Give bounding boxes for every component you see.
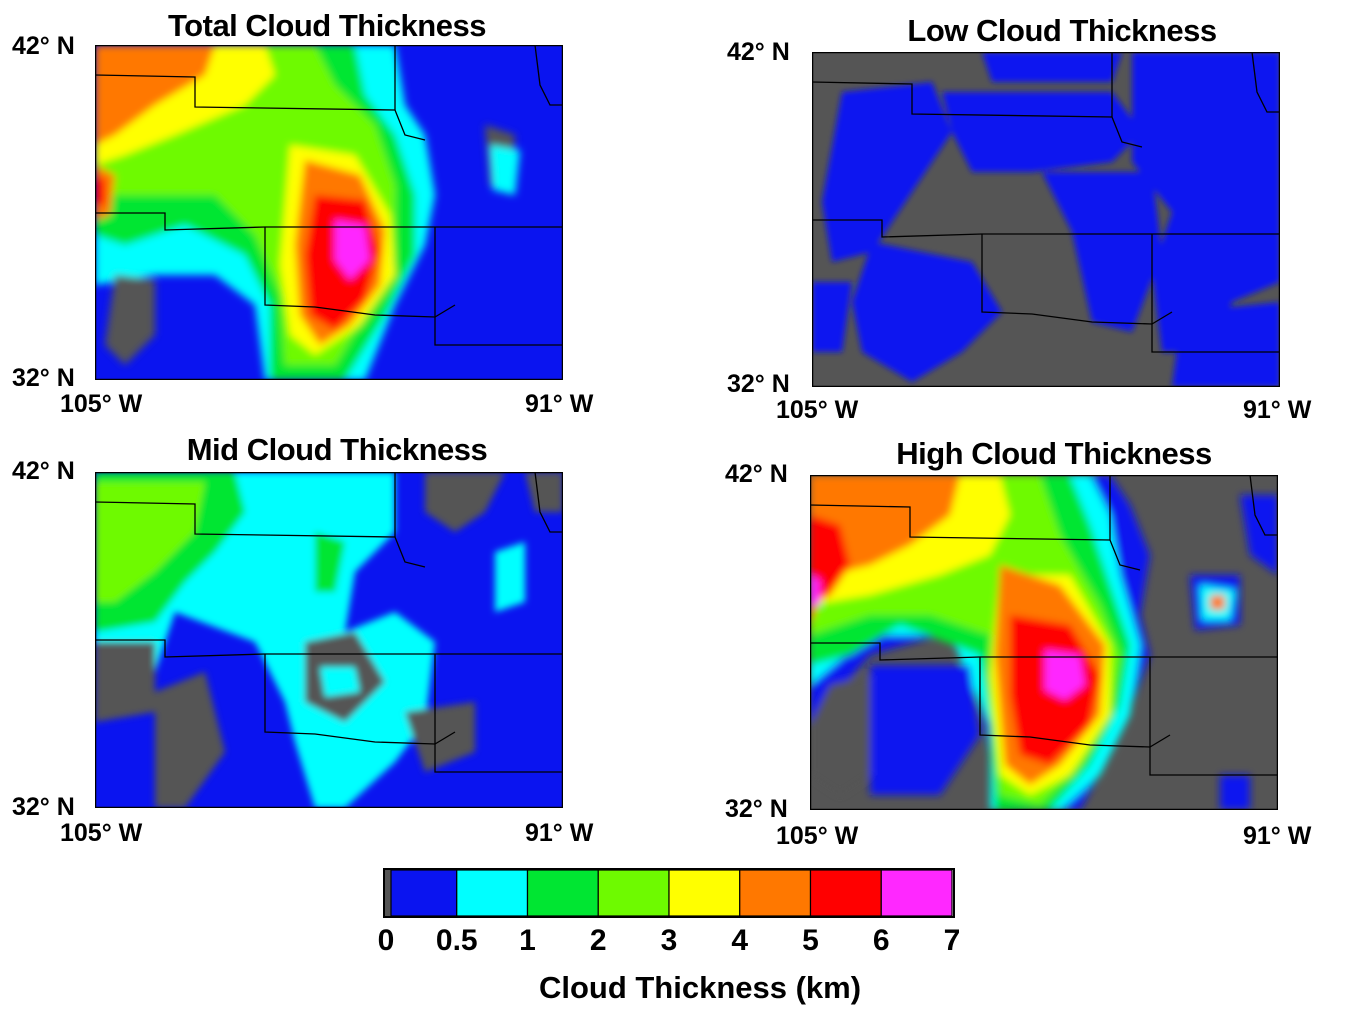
colorbar-tick-label: 0 bbox=[377, 924, 395, 957]
colorbar-tick-label: 1 bbox=[519, 924, 536, 957]
lon-right-label: 91° W bbox=[1243, 396, 1312, 424]
lat-top-label: 42° N bbox=[727, 38, 790, 66]
colorbar-swatch bbox=[739, 869, 812, 917]
lon-right-label: 91° W bbox=[525, 390, 594, 418]
colorbar-title: Cloud Thickness (km) bbox=[538, 970, 862, 1005]
colorbar-border bbox=[383, 868, 955, 918]
colorbar-tick-label: 4 bbox=[731, 924, 749, 957]
colorbar-tick-label: 0.5 bbox=[435, 924, 478, 957]
panel-title: Mid Cloud Thickness bbox=[186, 432, 488, 467]
lat-bottom-label: 32° N bbox=[727, 370, 790, 398]
colorbar-swatch bbox=[390, 869, 458, 917]
panel-title: Low Cloud Thickness bbox=[907, 13, 1217, 48]
lon-left-label: 105° W bbox=[776, 396, 859, 424]
colorbar-swatch bbox=[809, 869, 882, 917]
panel-title: High Cloud Thickness bbox=[896, 436, 1212, 471]
colorbar-swatch bbox=[880, 869, 953, 917]
lat-bottom-label: 32° N bbox=[12, 793, 75, 821]
cloud-map-high bbox=[810, 475, 1278, 810]
colorbar-swatches bbox=[383, 868, 955, 918]
cloud-map-total bbox=[95, 45, 563, 380]
colorbar-swatch bbox=[597, 869, 670, 917]
lat-bottom-label: 32° N bbox=[725, 795, 788, 823]
lon-right-label: 91° W bbox=[1243, 822, 1312, 850]
lat-top-label: 42° N bbox=[12, 457, 75, 485]
lon-left-label: 105° W bbox=[776, 822, 859, 850]
colorbar-tick-label: 3 bbox=[660, 924, 678, 957]
lon-right-label: 91° W bbox=[525, 819, 594, 847]
lon-left-label: 105° W bbox=[60, 819, 143, 847]
colorbar-tick-label: 7 bbox=[943, 924, 961, 957]
colorbar-tick-label: 6 bbox=[872, 924, 890, 957]
lon-left-label: 105° W bbox=[60, 390, 143, 418]
panel-title: Total Cloud Thickness bbox=[168, 8, 486, 43]
colorbar-swatch bbox=[456, 869, 529, 917]
colorbar-swatch bbox=[526, 869, 599, 917]
lat-bottom-label: 32° N bbox=[12, 364, 75, 392]
cloud-map-mid bbox=[95, 472, 563, 808]
lat-top-label: 42° N bbox=[725, 460, 788, 488]
colorbar-tick-label: 5 bbox=[802, 924, 819, 957]
lat-top-label: 42° N bbox=[12, 32, 75, 60]
colorbar-no-cloud-swatch bbox=[383, 870, 391, 916]
cloud-map-low bbox=[812, 52, 1280, 387]
colorbar-tick-label: 2 bbox=[589, 924, 607, 957]
colorbar-swatch bbox=[668, 869, 741, 917]
